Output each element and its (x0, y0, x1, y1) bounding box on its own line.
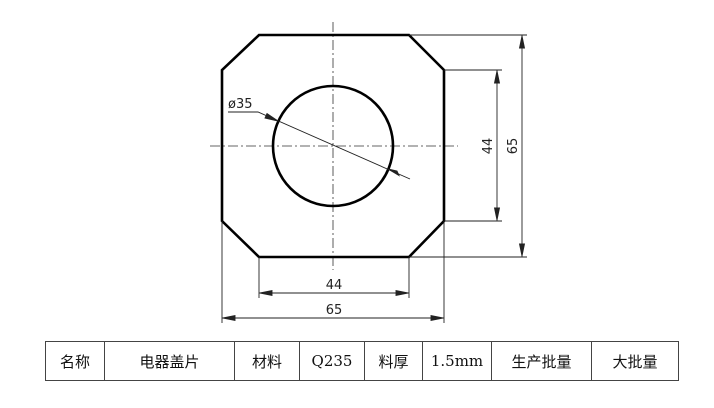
batch-label-cell: 生产批量 (491, 341, 592, 381)
name-value-cell: 电器盖片 (104, 341, 235, 381)
thickness-value-cell: 1.5mm (422, 341, 492, 381)
outer-height-label: 65 (506, 138, 521, 155)
diameter-dimension (228, 111, 411, 180)
spec-table: 名称 电器盖片 材料 Q235 料厚 1.5mm 生产批量 大批量 (45, 341, 679, 381)
inner-height-label: 44 (481, 138, 496, 155)
spec-row: 名称 电器盖片 材料 Q235 料厚 1.5mm 生产批量 大批量 (45, 341, 679, 381)
horizontal-dimensions (221, 221, 445, 323)
name-label-cell: 名称 (45, 341, 105, 381)
center-hole (271, 84, 395, 208)
part-drawing: ø35 44 65 44 65 (210, 22, 527, 323)
outer-width-label: 65 (326, 303, 343, 318)
inner-width-label: 44 (326, 278, 343, 293)
thickness-label-cell: 料厚 (364, 341, 423, 381)
material-label-cell: 材料 (234, 341, 300, 381)
vertical-dimensions (409, 34, 527, 258)
diameter-label: ø35 (228, 97, 253, 112)
arrowhead (264, 112, 279, 122)
batch-value-cell: 大批量 (591, 341, 679, 381)
arrowhead (387, 168, 400, 177)
centerlines (210, 22, 458, 270)
material-value-cell: Q235 (299, 341, 365, 381)
